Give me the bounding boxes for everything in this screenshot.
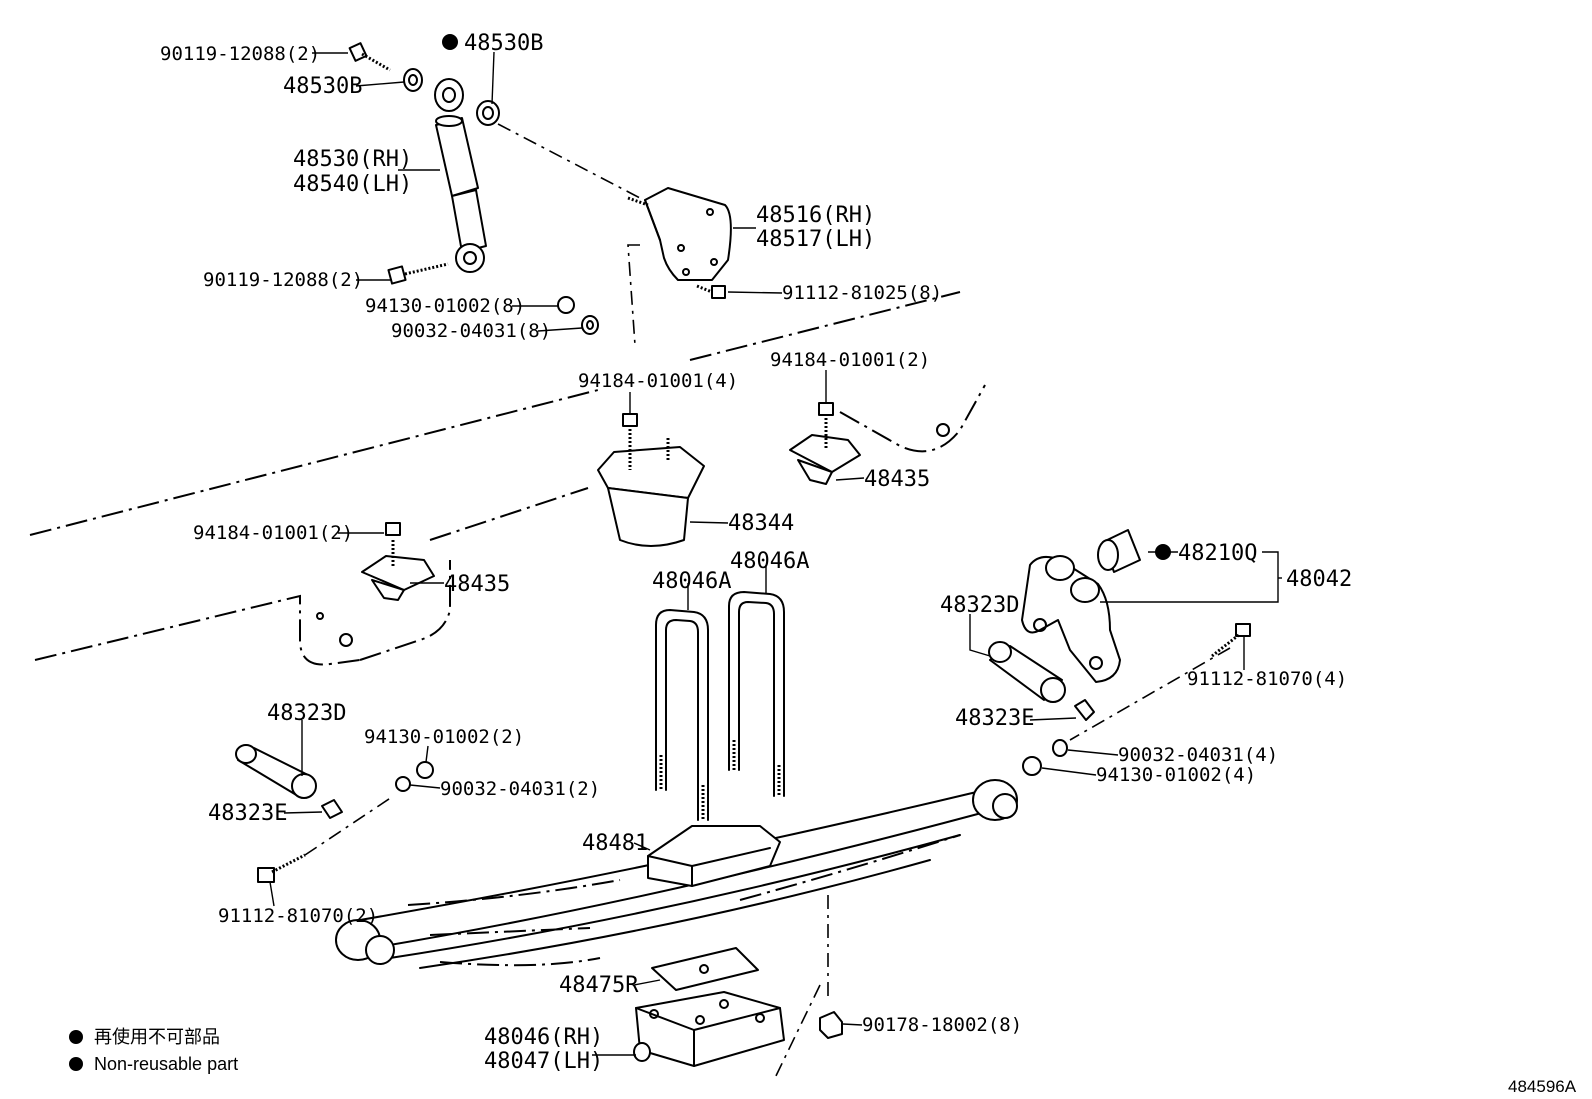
lower-bolt[interactable] [387,262,449,285]
u-bolt-nut[interactable] [819,1011,843,1039]
label-ubolt-nut: 90178-18002(8) [862,1014,1022,1036]
shackle[interactable] [1021,555,1121,683]
label-plate-rh: 48046(RH) [484,1025,603,1050]
upper-bushing-washer[interactable] [403,68,423,92]
label-ubolt-b: 48046A [730,549,809,574]
upper-washer[interactable] [581,315,599,335]
label-bushing-upper-open: 48530B [283,74,362,99]
label-pin-right: 48323D [940,593,1019,618]
shock-bracket[interactable] [627,187,732,281]
label-bumper-left: 48435 [444,572,510,597]
bracket-bolt[interactable] [696,284,726,299]
label-shackle-bushing: 48210Q [1178,541,1257,566]
upper-nut[interactable] [557,296,575,314]
label-bolt-lower: 90119-12088(2) [203,269,363,291]
label-bracket-lh: 48517(LH) [756,227,875,252]
legend-en: Non-reusable part [94,1054,238,1074]
label-shackle: 48042 [1286,567,1352,592]
label-insulator: 48475R [559,973,639,998]
label-nut-left: 94130-01002(2) [364,726,524,748]
label-bolt-upper: 90119-12088(2) [160,43,320,65]
label-washer-upper: 90032-04031(8) [391,320,551,342]
grease-fitting-right[interactable] [1074,699,1095,721]
nut-left[interactable] [416,761,434,779]
shock-absorber[interactable] [434,78,487,273]
frame-outline [29,291,986,666]
label-nut-right: 94130-01002(4) [1096,764,1256,786]
u-bolt-a[interactable] [655,609,709,821]
nut-right[interactable] [1022,756,1042,776]
label-ubolt-a: 48046A [652,569,731,594]
label-bushing-upper-dot: 48530B [464,31,543,56]
label-nut-upper: 94130-01002(8) [365,295,525,317]
non-reusable-dot-icon [69,1030,83,1044]
label-bumper-right: 48435 [864,467,930,492]
spring-insulator[interactable] [651,947,759,991]
label-plate-lh: 48047(LH) [484,1049,603,1074]
non-reusable-dot-icon [69,1057,83,1071]
pin-left[interactable] [235,744,317,799]
label-washer-right: 90032-04031(4) [1118,744,1278,766]
label-bolt-right: 91112-81070(4) [1187,668,1347,690]
pin-right[interactable] [988,641,1066,703]
figure-id: 484596A [1508,1077,1577,1096]
label-grease-right: 48323E [955,706,1034,731]
label-bumper-center: 48344 [728,511,794,536]
bumper-right[interactable] [789,402,861,485]
spring-seat[interactable] [647,825,781,887]
u-bolt-b[interactable] [728,591,785,797]
shackle-bushing[interactable] [1097,529,1141,573]
label-nut-bumper-right: 94184-01001(2) [770,349,930,371]
label-nut-bumper-center: 94184-01001(4) [578,370,738,392]
grease-fitting-left[interactable] [321,799,343,819]
legend: 再使用不可部品 Non-reusable part [69,1027,238,1074]
bumper-center[interactable] [597,413,705,547]
non-reusable-dot-icon [442,34,458,50]
label-spring-seat: 48481 [582,831,648,856]
washer-left[interactable] [395,776,411,792]
washer-right[interactable] [1052,739,1068,757]
non-reusable-dot-icon [1155,544,1171,560]
label-shock-lh: 48540(LH) [293,172,412,197]
lower-plate[interactable] [633,991,785,1067]
bolt-left[interactable] [257,853,306,883]
label-washer-left: 90032-04031(2) [440,778,600,800]
label-nut-bumper-left: 94184-01001(2) [193,522,353,544]
label-grease-left: 48323E [208,801,287,826]
legend-jp: 再使用不可部品 [94,1027,220,1047]
labels: 90119-12088(2) 48530B 48530B 48530(RH) 4… [160,31,1352,1074]
label-bolt-left: 91112-81070(2) [218,905,378,927]
label-bracket-rh: 48516(RH) [756,203,875,228]
bolt-right[interactable] [1211,623,1251,658]
label-bracket-bolt: 91112-81025(8) [782,282,942,304]
label-shock-rh: 48530(RH) [293,147,412,172]
upper-bolt[interactable] [348,42,391,72]
bumper-left[interactable] [361,522,435,601]
leader-lines [269,51,1282,1056]
upper-bushing-dot[interactable] [476,100,500,126]
label-pin-left: 48323D [267,701,346,726]
